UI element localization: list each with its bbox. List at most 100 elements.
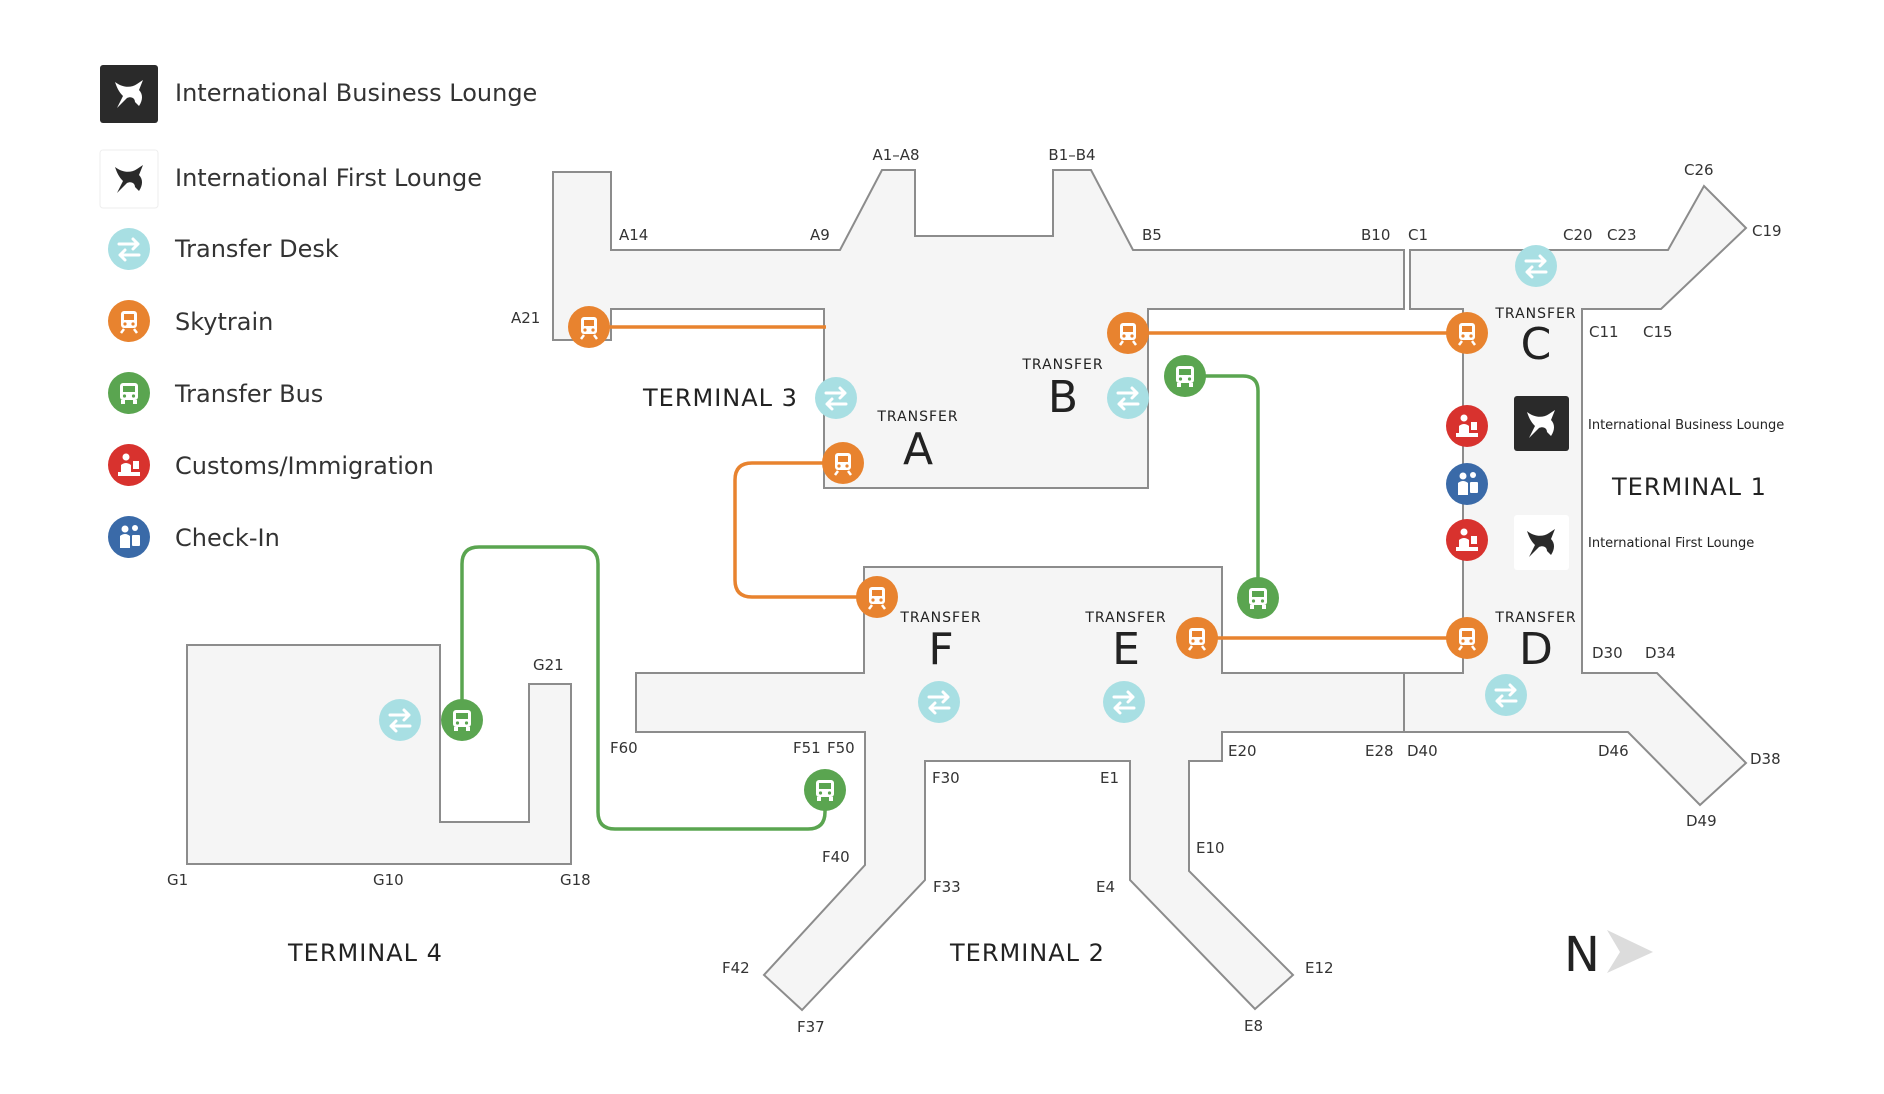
gate-label: C26 — [1684, 161, 1714, 179]
gate-label: F30 — [932, 769, 960, 787]
gate-label: E28 — [1365, 742, 1394, 760]
transfer-desk-icon[interactable] — [377, 697, 423, 743]
skytrain-icon[interactable] — [820, 440, 866, 486]
transfer-word: TRANSFER — [1494, 610, 1576, 626]
gate-label: F40 — [822, 848, 850, 866]
north-letter: N — [1564, 927, 1600, 983]
north-arrow-icon — [1607, 930, 1653, 973]
gate-label: E12 — [1305, 959, 1334, 977]
terminal-4-building — [186, 644, 572, 865]
transfer-word: TRANSFER — [1084, 610, 1166, 626]
gate-label: D49 — [1686, 812, 1717, 830]
transfer-c-label: TRANSFER C — [1494, 306, 1576, 370]
t1-first-lounge-label: International First Lounge — [1588, 536, 1754, 551]
gate-label: E8 — [1244, 1017, 1263, 1035]
legend-label: Skytrain — [175, 308, 273, 336]
gate-label: C23 — [1607, 226, 1637, 244]
transfer-letter: C — [1521, 319, 1552, 370]
transfer-desk-icon[interactable] — [916, 679, 962, 725]
transfer-bus-icon[interactable] — [804, 769, 846, 811]
skytrain-icon[interactable] — [1174, 615, 1220, 661]
skytrain-icon[interactable] — [854, 574, 900, 620]
gate-label: E20 — [1228, 742, 1257, 760]
transfer-word: TRANSFER — [1021, 357, 1103, 373]
bus-route-t4-f — [460, 545, 827, 831]
t1-business-lounge-label: International Business Lounge — [1588, 418, 1784, 433]
gate-label: A9 — [810, 226, 830, 244]
terminal-3-label: TERMINAL 3 — [642, 384, 798, 412]
gate-label: C1 — [1408, 226, 1428, 244]
legend-label: Transfer Desk — [174, 235, 339, 263]
transfer-e-label: TRANSFER E — [1084, 610, 1166, 675]
skytrain-icon — [106, 298, 152, 344]
gate-label: A21 — [511, 309, 540, 327]
terminal-1-label: TERMINAL 1 — [1611, 473, 1767, 501]
gate-label: F42 — [722, 959, 750, 977]
checkin-icon — [108, 516, 150, 558]
gate-label: D34 — [1645, 644, 1676, 662]
terminal-4-label: TERMINAL 4 — [287, 939, 443, 967]
transfer-bus-icon[interactable] — [1164, 355, 1206, 397]
gate-labels: A1–A8 B1–B4 A14 A9 B5 B10 C1 C20 C23 C26… — [167, 146, 1782, 1036]
transfer-b-label: TRANSFER B — [1021, 357, 1103, 423]
gate-label: B10 — [1361, 226, 1390, 244]
terminal-2-building — [635, 566, 1405, 1012]
checkin-icon[interactable] — [1446, 463, 1488, 505]
gate-label: B1–B4 — [1048, 146, 1095, 164]
skytrain-icon[interactable] — [1105, 310, 1151, 356]
transfer-word: TRANSFER — [1494, 306, 1576, 322]
transfer-desk-icon[interactable] — [1483, 672, 1529, 718]
skytrain-route-a-f — [733, 461, 877, 599]
transfer-desk-icon[interactable] — [1513, 243, 1559, 289]
gate-label: C20 — [1563, 226, 1593, 244]
transfer-letter: B — [1048, 372, 1078, 423]
gate-label: F33 — [933, 878, 961, 896]
transfer-desk-icon[interactable] — [1101, 679, 1147, 725]
transfer-desk-icon[interactable] — [1105, 375, 1151, 421]
gate-label: B5 — [1142, 226, 1162, 244]
transfer-desk-icon[interactable] — [813, 375, 859, 421]
legend-item-transfer-desk: Transfer Desk — [106, 226, 339, 272]
customs-icon[interactable] — [1446, 519, 1488, 561]
gate-label: D38 — [1750, 750, 1781, 768]
legend-label: Check-In — [175, 524, 280, 552]
transfer-bus-icon[interactable] — [1237, 577, 1279, 619]
gate-label: E1 — [1100, 769, 1119, 787]
gate-label: D46 — [1598, 742, 1629, 760]
gate-label: C15 — [1643, 323, 1673, 341]
legend-item-transfer-bus: Transfer Bus — [108, 372, 323, 414]
skytrain-icon[interactable] — [566, 304, 612, 350]
transfer-letter: E — [1112, 624, 1140, 675]
t1-business-lounge[interactable]: International Business Lounge — [1514, 396, 1784, 451]
transfer-d-label: TRANSFER D — [1494, 610, 1576, 675]
gate-label: C19 — [1752, 222, 1782, 240]
t1-first-lounge[interactable]: International First Lounge — [1514, 515, 1754, 570]
transfer-letter: F — [928, 624, 953, 675]
gate-label: E4 — [1096, 878, 1115, 896]
legend-label: Customs/Immigration — [175, 452, 434, 480]
gate-label: F50 — [827, 739, 855, 757]
legend: International Business Lounge Internatio… — [99, 65, 537, 558]
gate-label: G1 — [167, 871, 188, 889]
legend-item-business-lounge: International Business Lounge — [100, 65, 537, 123]
gate-label: F51 — [793, 739, 821, 757]
transfer-a-label: TRANSFER A — [876, 409, 957, 475]
gate-label: F60 — [610, 739, 638, 757]
gate-label: G21 — [533, 656, 564, 674]
transfer-desk-icon — [106, 226, 152, 272]
transfer-bus-icon[interactable] — [441, 699, 483, 741]
gate-label: F37 — [797, 1018, 825, 1036]
skytrain-icon[interactable] — [1444, 615, 1490, 661]
skytrain-icon[interactable] — [1444, 310, 1490, 356]
transfer-f-label: TRANSFER F — [899, 610, 980, 675]
transfer-letter: A — [903, 424, 933, 475]
gate-label: C11 — [1589, 323, 1619, 341]
gate-label: A1–A8 — [872, 146, 919, 164]
gate-label: D30 — [1592, 644, 1623, 662]
customs-icon[interactable] — [1446, 405, 1488, 447]
gate-label: D40 — [1407, 742, 1438, 760]
legend-label: International First Lounge — [175, 164, 482, 192]
bus-route-b-e — [1185, 374, 1260, 598]
legend-item-checkin: Check-In — [108, 516, 280, 558]
